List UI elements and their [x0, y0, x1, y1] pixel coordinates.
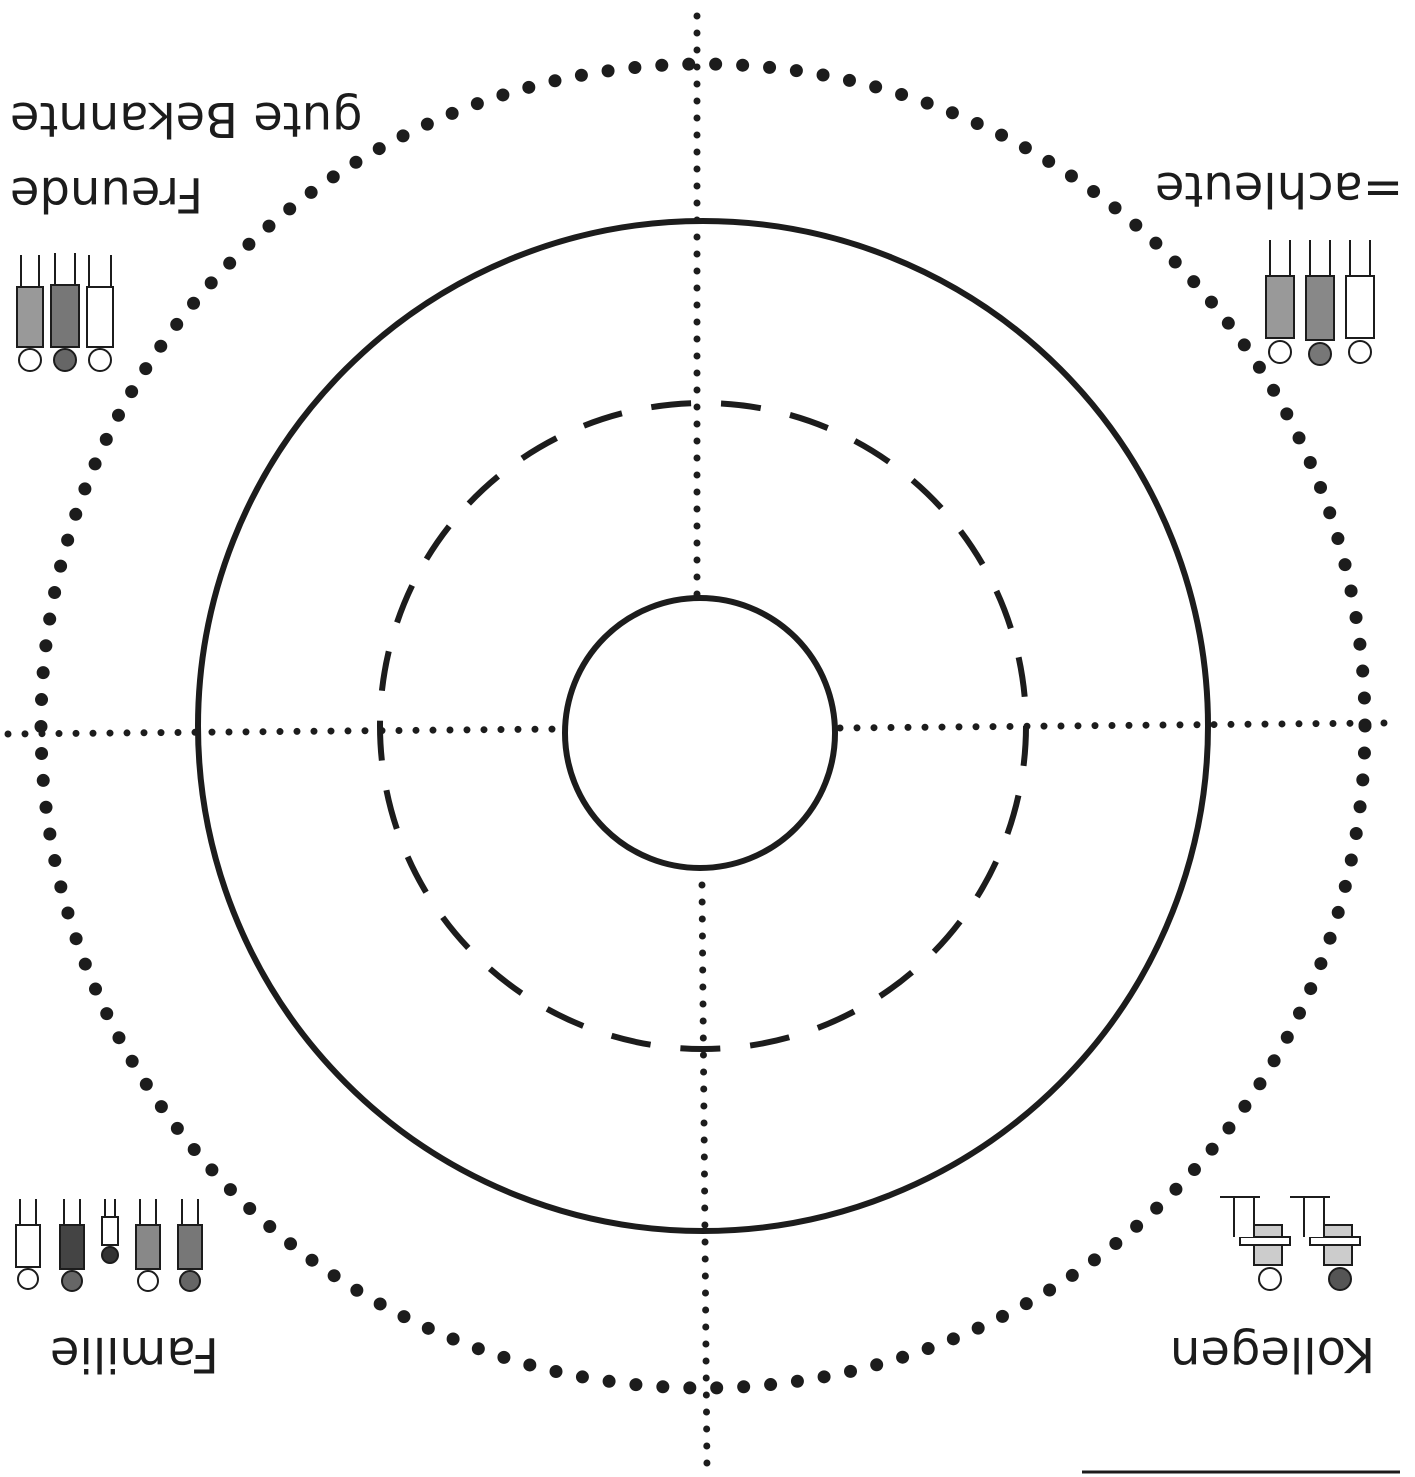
axis-bottom [702, 885, 707, 1470]
large-solid-circle [198, 221, 1208, 1231]
inner-solid-circle [565, 598, 835, 868]
label-gute-bekannte: gute Bekannte [10, 95, 363, 143]
axis-right [840, 723, 1385, 728]
axis-left [8, 729, 562, 734]
colleagues-desk-icon [1220, 1185, 1370, 1295]
label-kollegen: Kollegen [1170, 1330, 1375, 1378]
label-familie: Familie [50, 1330, 219, 1378]
family-group-icon [5, 1195, 210, 1295]
label-freunde: Freunde [10, 170, 203, 218]
label-fachleute: =achleute [1155, 165, 1403, 213]
professionals-group-icon [1255, 235, 1380, 370]
friends-group-icon [5, 250, 125, 375]
